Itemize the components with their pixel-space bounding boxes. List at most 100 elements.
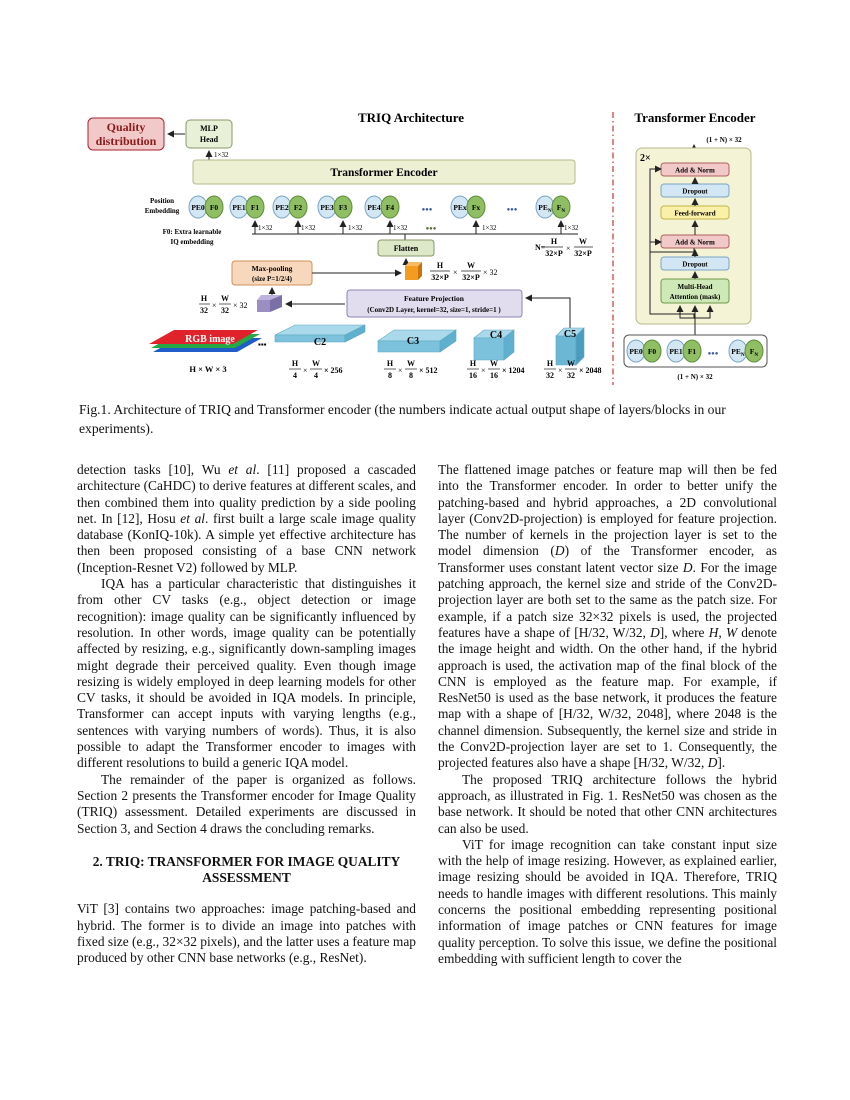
svg-text:Multi-Head: Multi-Head [678,283,713,291]
c5-label: C5 [564,329,576,340]
svg-text:× 2048: × 2048 [579,366,602,375]
svg-text:×: × [558,366,563,375]
svg-text:PEN: PEN [731,347,745,358]
architecture-figure: TRIQ Architecture Transformer Encoder Qu… [87,110,768,385]
shape-c5: H32×W32× 2048 [544,359,602,380]
pair-pe1: PE1 F1 [229,195,265,234]
figure-caption: Fig.1. Architecture of TRIQ and Transfor… [79,402,726,436]
svg-text:PE0: PE0 [629,347,643,356]
stage-c4: C4 [473,329,515,361]
svg-text:H: H [551,237,558,246]
pos-emb-label-2: Embedding [145,207,180,215]
proj-shape-label: × 32 [233,301,248,310]
c3-label: C3 [407,336,419,347]
svg-text:Fx: Fx [472,203,481,212]
svg-text:F1: F1 [251,203,260,212]
svg-text:W: W [467,261,475,270]
svg-text:32: 32 [200,306,208,315]
svg-text:×: × [481,366,486,375]
svg-text:PEx: PEx [453,203,467,212]
featproj-label-1: Feature Projection [404,294,465,303]
pair-pex: PEx Fx [450,195,486,234]
svg-text:H: H [470,359,477,368]
dots-3: ●●● [426,226,437,232]
shape-c2: H4×W4× 256 [289,359,343,380]
dim-1x32-mlp: 1×32 [214,151,229,159]
svg-text:32×P: 32×P [431,273,449,282]
right-column: The flattened image patches or feature m… [438,462,777,967]
dots-1: ●●● [422,207,433,213]
svg-text:Add & Norm: Add & Norm [675,167,715,175]
svg-text:PE0: PE0 [191,203,205,212]
quality-distribution-box [87,117,165,151]
svg-text:F0: F0 [210,203,219,212]
svg-text:Feed-forward: Feed-forward [674,210,715,218]
svg-text:FN: FN [750,347,759,358]
svg-text:4: 4 [293,371,297,380]
svg-text:Add & Norm: Add & Norm [675,239,715,247]
n-eq: N= [535,243,546,252]
enc-in-label: (1 + N) × 32 [677,373,713,381]
svg-text:W: W [407,359,415,368]
svg-text:F2: F2 [294,203,303,212]
svg-text:×: × [303,366,308,375]
pool-shape-label: × 32 [483,268,498,277]
svg-text:W: W [579,237,587,246]
times2-label: 2× [640,153,651,164]
svg-text:W: W [567,359,575,368]
dim-f2: 1×32 [301,224,316,232]
shape-c3: H8×W8× 512 [384,359,438,380]
mlp-label-2: Head [200,135,219,144]
dim-fx: 1×32 [482,224,497,232]
encoder-block-3: Add & Norm [660,220,730,249]
svg-text:32×P: 32×P [545,249,563,258]
featproj-label-2: (Conv2D Layer, kernel=32, size=1, stride… [367,306,501,314]
encoder-block-1: Dropout [660,177,730,198]
svg-text:×: × [566,244,571,253]
left-para-1: detection tasks [10], Wu et al. [11] pro… [77,462,416,575]
maxpool-label-1: Max-pooling [252,264,293,273]
svg-text:H: H [437,261,444,270]
encoder-block-2: Feed-forward [660,198,730,220]
svg-text:FN: FN [557,203,566,214]
svg-text:F0: F0 [648,347,657,356]
c4-label: C4 [490,330,502,341]
svg-text:PE1: PE1 [232,203,246,212]
feature-projection-box [346,289,523,318]
svg-text:PE4: PE4 [367,203,381,212]
svg-text:×: × [398,366,403,375]
svg-text:F4: F4 [386,203,395,212]
svg-text:× 512: × 512 [419,366,438,375]
encoder-block-0: Add & Norm [660,162,730,177]
enc-pair-pe0: PE0 F0 [626,339,662,363]
encoder-block-4: Dropout [660,249,730,271]
hw3-label: H × W × 3 [189,364,226,374]
svg-text:16: 16 [490,371,498,380]
svg-text:W: W [221,294,229,303]
svg-text:PE3: PE3 [320,203,334,212]
maxpool-label-2: (size P=1/2/4) [252,275,293,283]
svg-text:8: 8 [409,371,413,380]
rgb-label: RGB image [185,334,235,345]
dim-f4: 1×32 [393,224,408,232]
transformer-encoder-label: Transformer Encoder [330,167,437,179]
f0-note-1: F0: Extra learnable [163,228,222,236]
stage-c5: C5 [555,327,585,366]
enc-dots: ●●● [708,351,719,357]
transformer-encoder-bar [192,159,576,185]
quality-label-1: Quality [107,120,146,134]
dim-fn: 1×32 [564,224,579,232]
svg-text:32×P: 32×P [574,249,592,258]
section-heading: 2. TRIQ: TRANSFORMER FOR IMAGE QUALITY A… [92,853,401,886]
enc-pair-pen: PEN FN [728,339,764,363]
quality-label-2: distribution [96,134,157,148]
flatten-label: Flatten [394,244,419,253]
svg-text:32: 32 [546,371,554,380]
left-para-2: IQA has a particular characteristic that… [77,576,416,771]
